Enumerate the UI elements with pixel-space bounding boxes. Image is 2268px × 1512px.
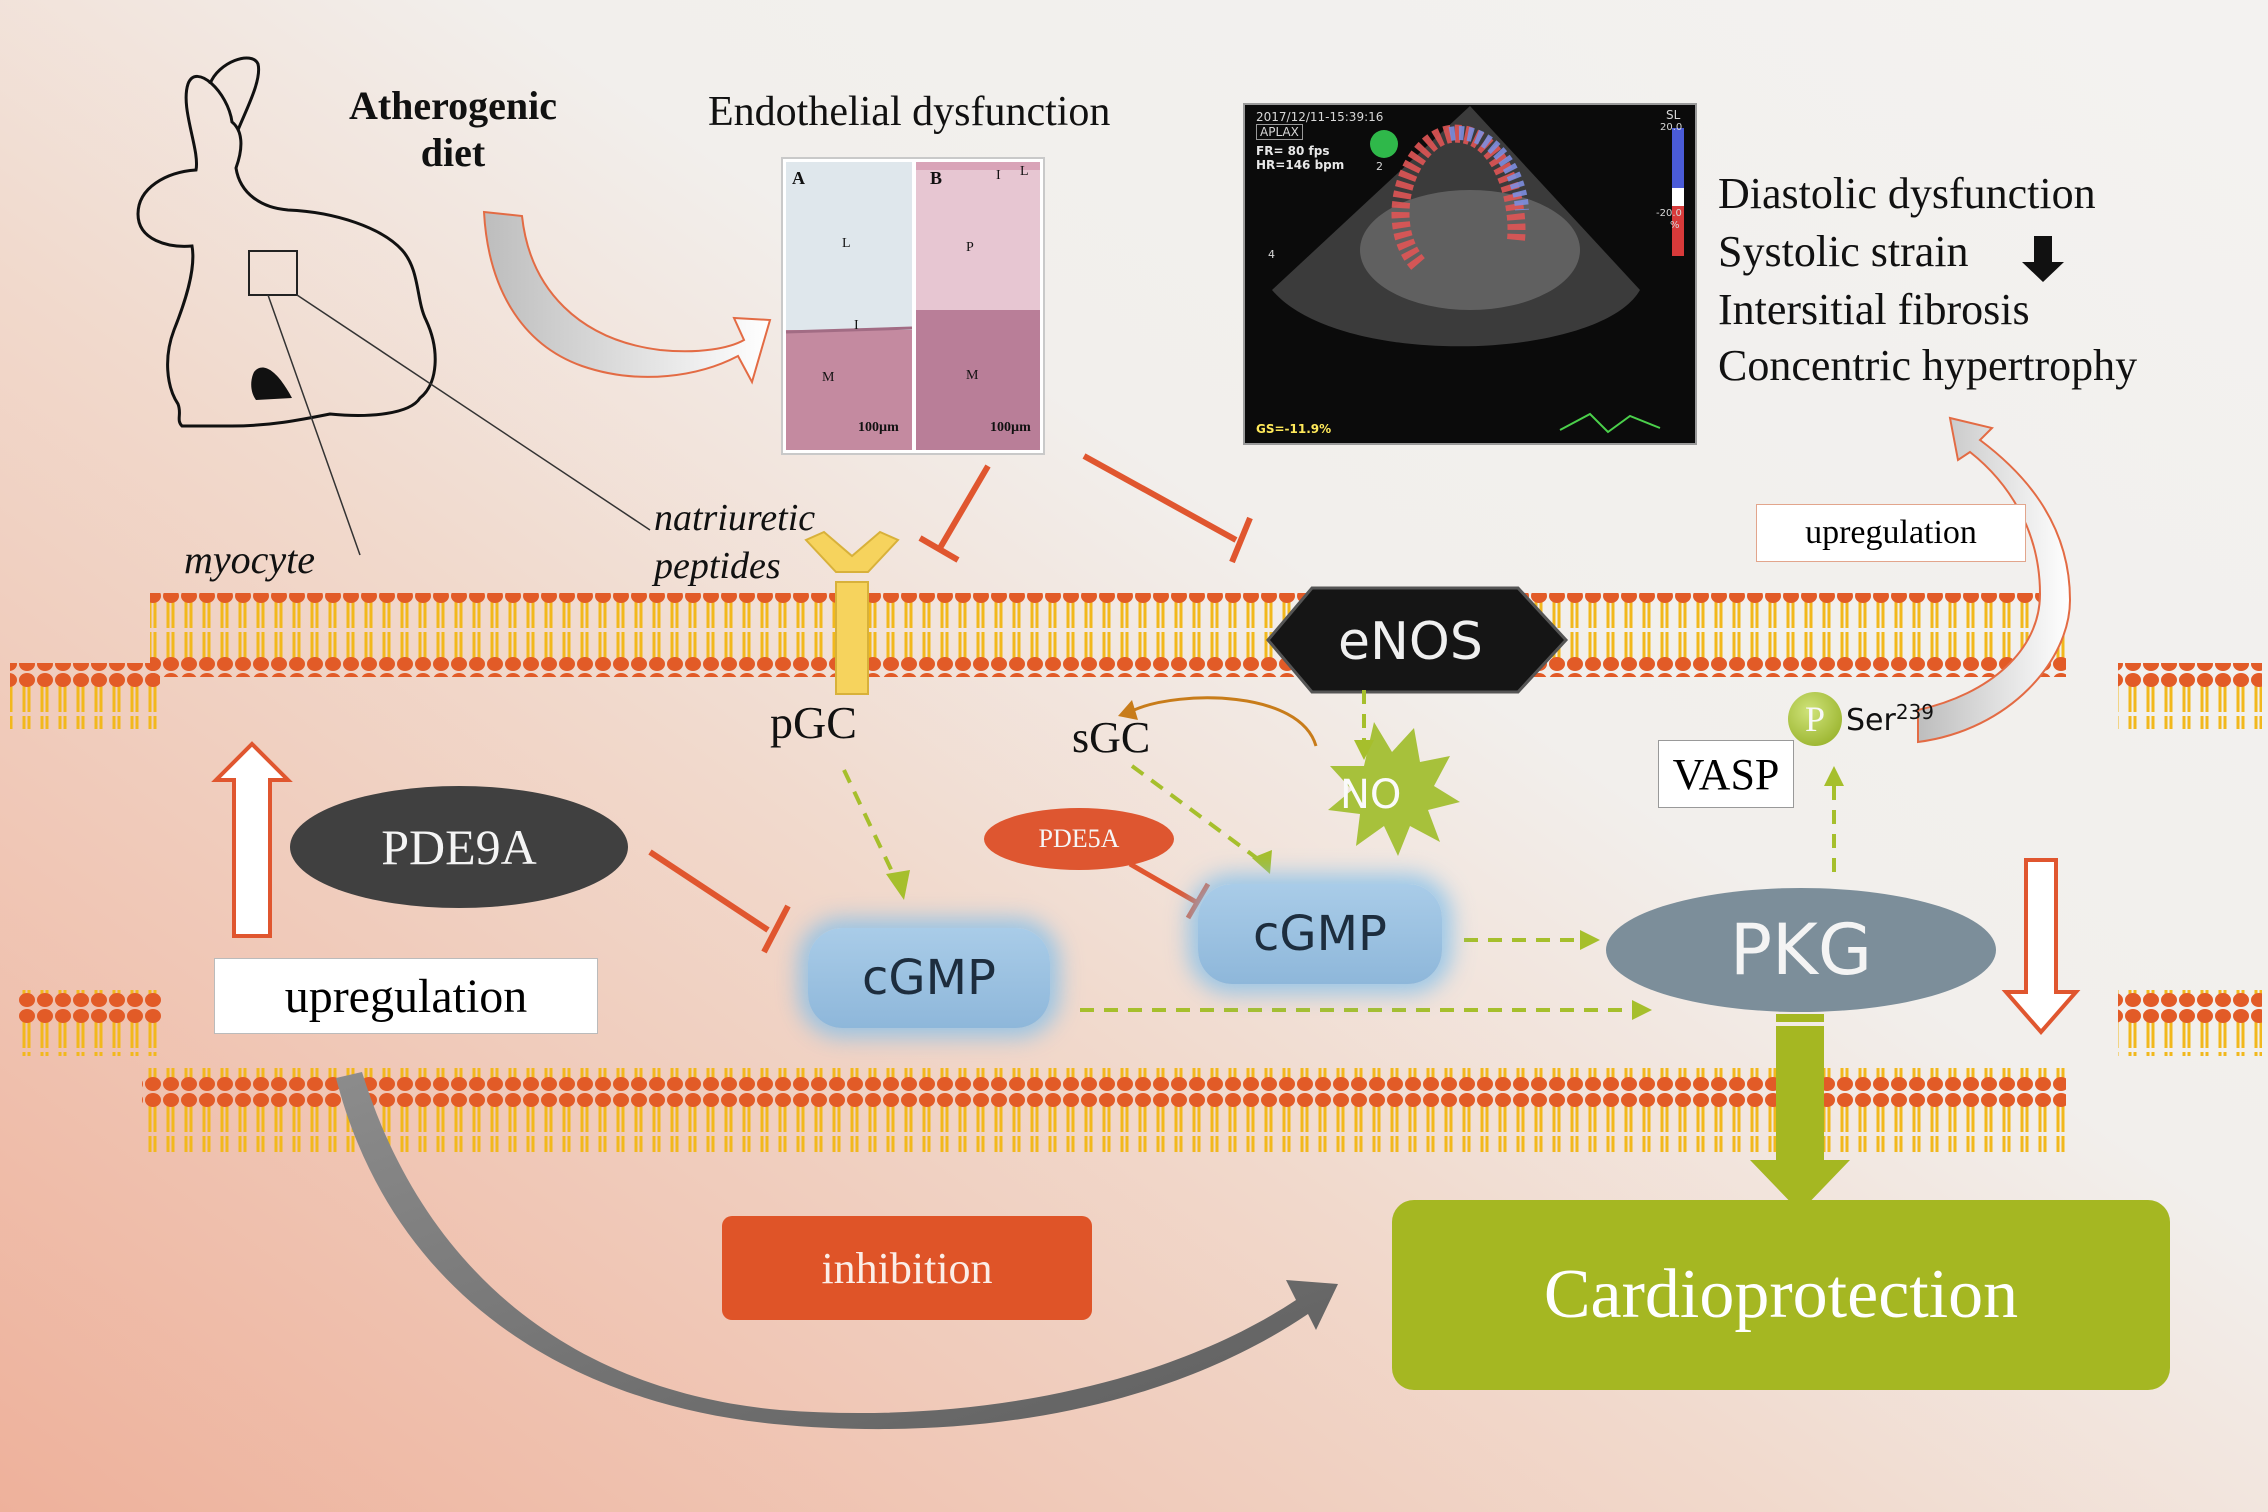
panel-a-label-l: L — [842, 236, 851, 251]
rabbit-ear-back — [208, 56, 261, 131]
no-starburst — [1328, 722, 1460, 856]
panel-b-letter: B — [930, 168, 943, 188]
myocyte-label: myocyte — [184, 537, 316, 582]
cgmp-left: cGMP — [808, 928, 1050, 1028]
arc-arrowhead — [1118, 700, 1138, 720]
vasp-to-findings-arrow — [1917, 416, 2072, 744]
pgc-receptor — [804, 530, 900, 695]
phospho-circle: P — [1788, 692, 1842, 746]
inhibit-to-enos — [1082, 453, 1253, 564]
zoom-line-left — [267, 294, 361, 556]
pde5a-oval: PDE5A — [984, 808, 1174, 870]
rabbit-outline — [136, 75, 437, 428]
diet-to-histology-arrow — [482, 210, 772, 385]
echo-gs: GS=-11.9% — [1256, 422, 1332, 436]
sgc-label: sGC — [1072, 713, 1151, 762]
echo-fr: FR= 80 fps — [1256, 144, 1330, 158]
pkg-oval: PKG — [1606, 888, 1996, 1012]
downregulation-down-arrow — [2001, 858, 2081, 1036]
endothelial-dysfunction-title: Endothelial dysfunction — [708, 89, 1111, 135]
pgc-label: pGC — [770, 697, 857, 748]
vasp-box: VASP — [1658, 740, 1794, 808]
inhibition-box: inhibition — [722, 1216, 1092, 1320]
peptides-line: peptides — [654, 545, 781, 587]
pde9a-inhibit-line — [648, 849, 791, 954]
ser-label: Ser239 — [1846, 700, 1934, 738]
cardioprotection-box: Cardioprotection — [1392, 1200, 2170, 1390]
upper-membrane-right — [1496, 593, 2066, 677]
inhibit-to-receptor — [918, 464, 991, 563]
panel-b-label-m: M — [966, 368, 979, 383]
zoom-line-right — [296, 294, 651, 531]
upregulation-up-arrow — [211, 741, 293, 938]
enos-shape — [1266, 586, 1569, 694]
finding-hypertrophy: Concentric hypertrophy — [1718, 341, 2138, 390]
natriuretic-line: natriuretic — [654, 497, 816, 539]
finding-diastolic: Diastolic dysfunction — [1718, 169, 2096, 218]
echo-scale-top: 20.0 — [1660, 122, 1683, 133]
ser-number: 239 — [1895, 700, 1935, 724]
cgmp-right: cGMP — [1198, 884, 1442, 984]
panel-a-label-i: I — [854, 318, 859, 333]
echo-scale-bottom: -20.0 — [1656, 208, 1682, 219]
panel-b-scale: 100µm — [990, 420, 1031, 435]
panel-a-scale: 100µm — [858, 420, 899, 435]
panel-b-label-i: I — [996, 168, 1001, 183]
echo-timestamp: 2017/12/11-15:39:16 — [1256, 110, 1384, 124]
no-to-sgc-arc — [1133, 696, 1318, 747]
dashed-arrowheads — [886, 740, 1844, 1020]
atherogenic-line: Atherogenic — [348, 83, 558, 128]
finding-systolic: Systolic strain — [1718, 227, 1969, 276]
echo-index-1: 2 — [1376, 160, 1383, 173]
rabbit-foot — [251, 367, 292, 400]
pde9a-oval: PDE9A — [290, 786, 628, 908]
panel-b-label-l: L — [1020, 164, 1029, 179]
atherogenic-diet-title: Atherogenic diet — [330, 82, 576, 176]
pde5a-inhibit-line — [1128, 861, 1211, 920]
echo-scale-unit: % — [1670, 220, 1680, 231]
echo-view: APLAX — [1256, 124, 1303, 140]
ser-text: Ser — [1846, 703, 1896, 738]
echo-index-2: 4 — [1268, 248, 1275, 261]
finding-fibrosis: Intersitial fibrosis — [1718, 285, 2030, 334]
dashed-arrows — [842, 690, 1836, 1012]
echo-hr: HR=146 bpm — [1256, 158, 1345, 172]
histology-image — [781, 157, 1045, 455]
systolic-strain-down-arrow — [2022, 236, 2064, 282]
natriuretic-peptides-label: natriuretic peptides — [654, 494, 815, 590]
panel-a-letter: A — [792, 168, 805, 188]
echocardiography-image — [1243, 103, 1697, 445]
echo-sl: SL — [1666, 108, 1681, 122]
pkg-to-cardioprotection-arrow — [1750, 1014, 1850, 1212]
upregulation-left-box: upregulation — [214, 958, 598, 1034]
panel-b-label-p: P — [966, 240, 974, 255]
myocyte-zoom-box — [248, 250, 298, 296]
enos-label: eNOS — [1338, 612, 1483, 672]
panel-a-label-m: M — [822, 370, 835, 385]
diet-line: diet — [420, 130, 486, 175]
upregulation-right-box: upregulation — [1756, 504, 2026, 562]
no-label: NO — [1340, 772, 1402, 818]
